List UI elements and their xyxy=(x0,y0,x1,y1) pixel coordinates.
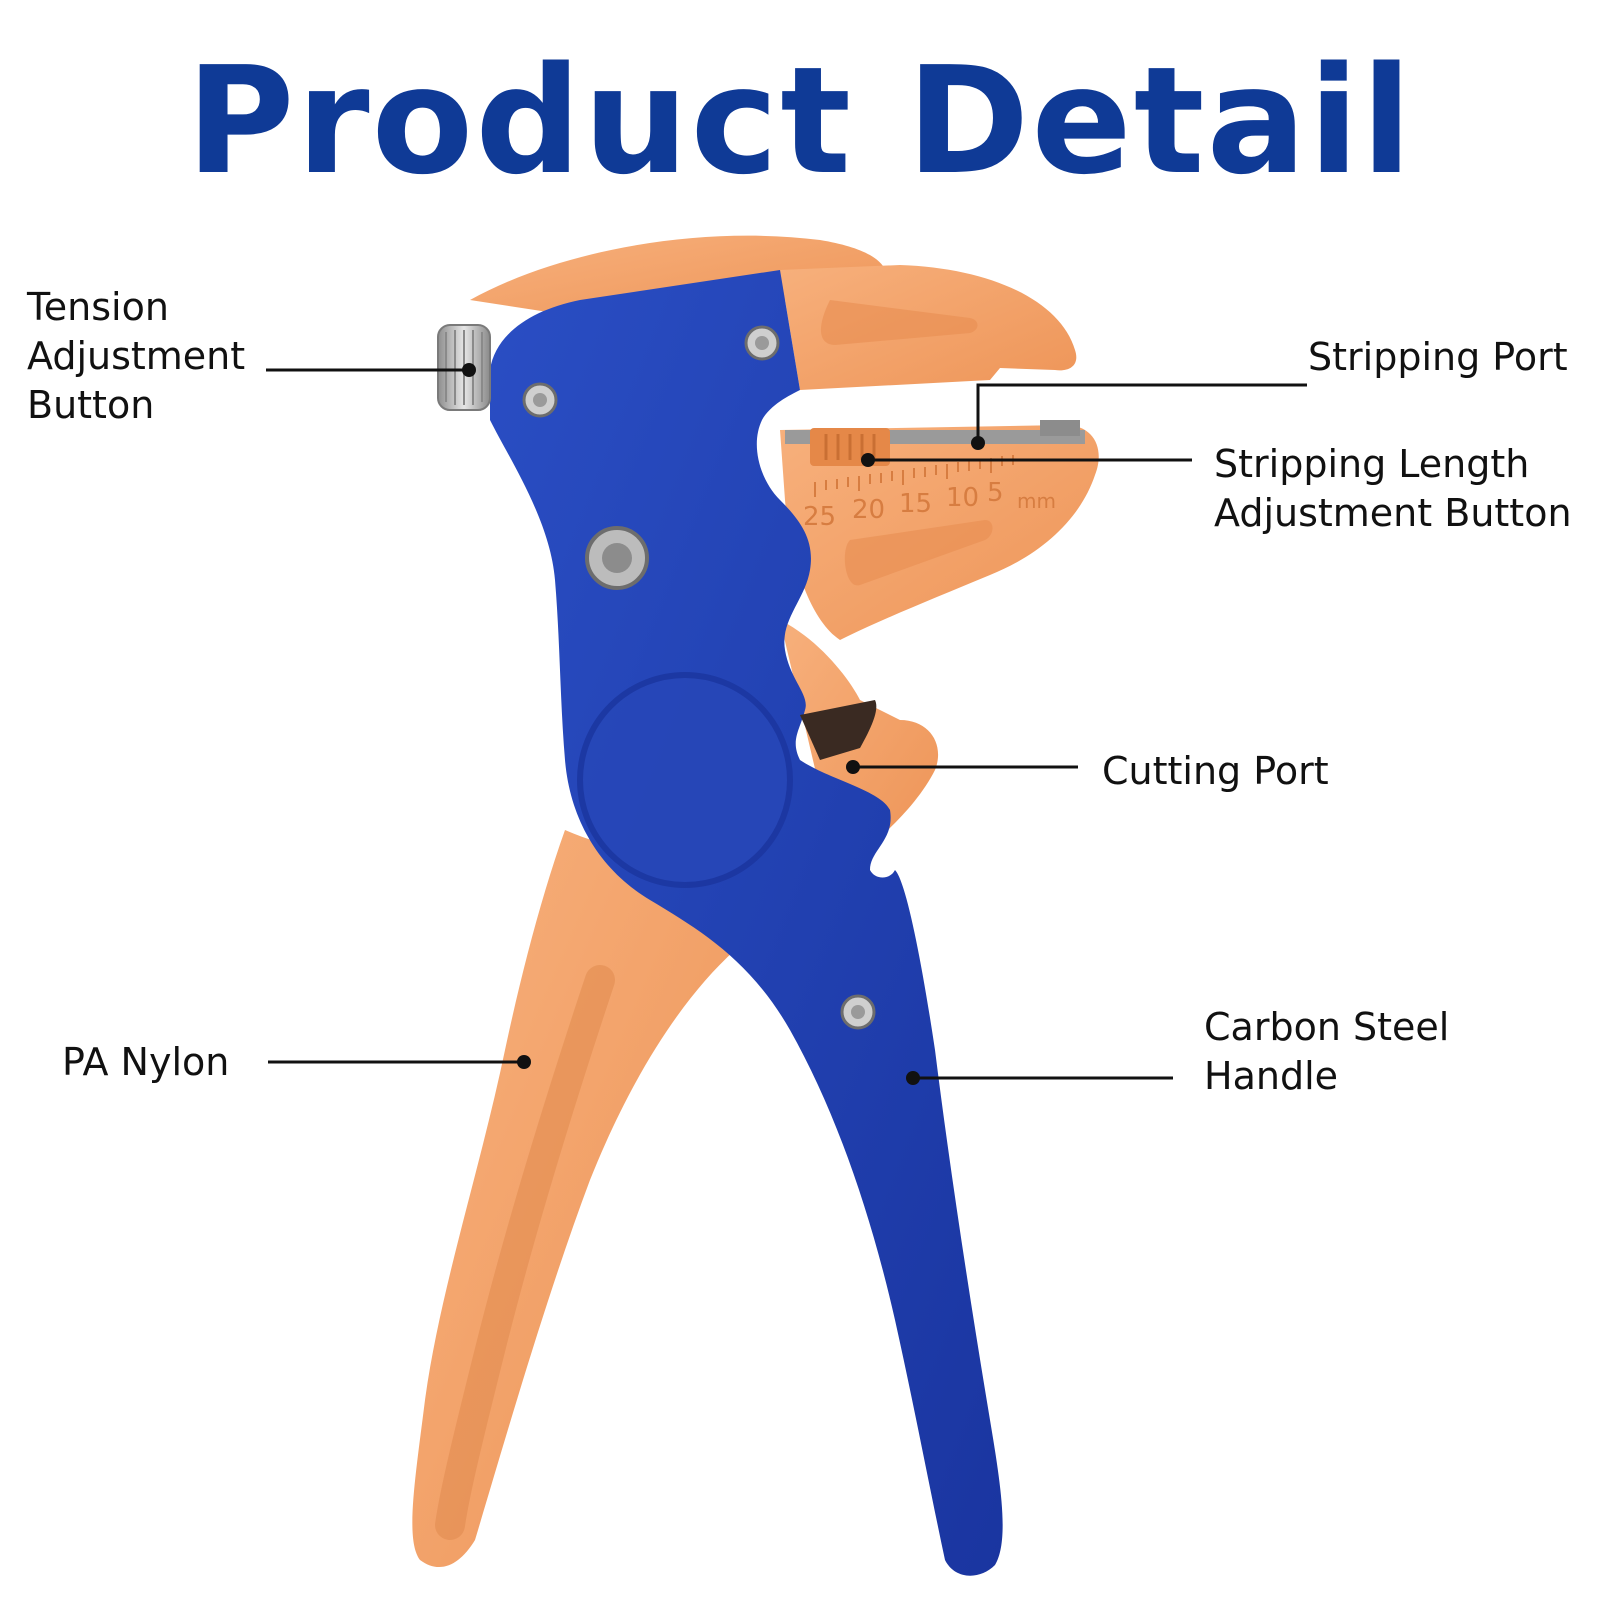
scale-unit: mm xyxy=(1017,489,1056,513)
callout-line: Adjustment xyxy=(27,334,246,378)
rivets xyxy=(522,325,876,1030)
blue-steel-handle xyxy=(490,270,1003,1576)
callout-line: Adjustment Button xyxy=(1214,491,1572,535)
handle-emboss-circle xyxy=(577,672,793,888)
slider-grip xyxy=(824,434,876,460)
scale-number: 25 xyxy=(803,502,836,532)
cutting-blade xyxy=(800,700,877,760)
scale-number: 10 xyxy=(946,483,979,513)
callout-stripping-port: Stripping Port xyxy=(1308,333,1568,382)
callout-line: Carbon Steel xyxy=(1204,1005,1450,1049)
scale-numbers: 25 20 15 10 5 mm xyxy=(803,478,1056,532)
callout-line: Stripping Length xyxy=(1214,442,1530,486)
callout-cutting-port: Cutting Port xyxy=(1102,747,1329,796)
callout-line: Handle xyxy=(1204,1054,1339,1098)
callout-line: Tension xyxy=(27,285,169,329)
page-title: Product Detail xyxy=(186,35,1414,207)
callout-tension-adjustment-button: Tension Adjustment Button xyxy=(27,283,245,430)
scale-number: 15 xyxy=(899,489,932,519)
stripping-port-tooth xyxy=(1040,420,1080,436)
callout-pa-nylon: PA Nylon xyxy=(62,1038,229,1087)
callout-line: Stripping Port xyxy=(1308,335,1568,379)
callout-line: Cutting Port xyxy=(1102,749,1329,793)
scale-number: 5 xyxy=(987,478,1004,508)
nylon-handle-groove xyxy=(435,965,615,1540)
callout-carbon-steel-handle: Carbon Steel Handle xyxy=(1204,1003,1449,1101)
leader-lines xyxy=(266,368,1307,1080)
upper-jaw-slot xyxy=(820,300,978,345)
leader-dots xyxy=(462,363,985,1085)
callout-stripping-length-adjustment-button: Stripping Length Adjustment Button xyxy=(1214,440,1572,538)
stripping-jaw-slot xyxy=(844,520,993,586)
scale-number: 20 xyxy=(852,495,885,525)
callout-line: PA Nylon xyxy=(62,1040,230,1084)
callout-line: Button xyxy=(27,383,155,427)
